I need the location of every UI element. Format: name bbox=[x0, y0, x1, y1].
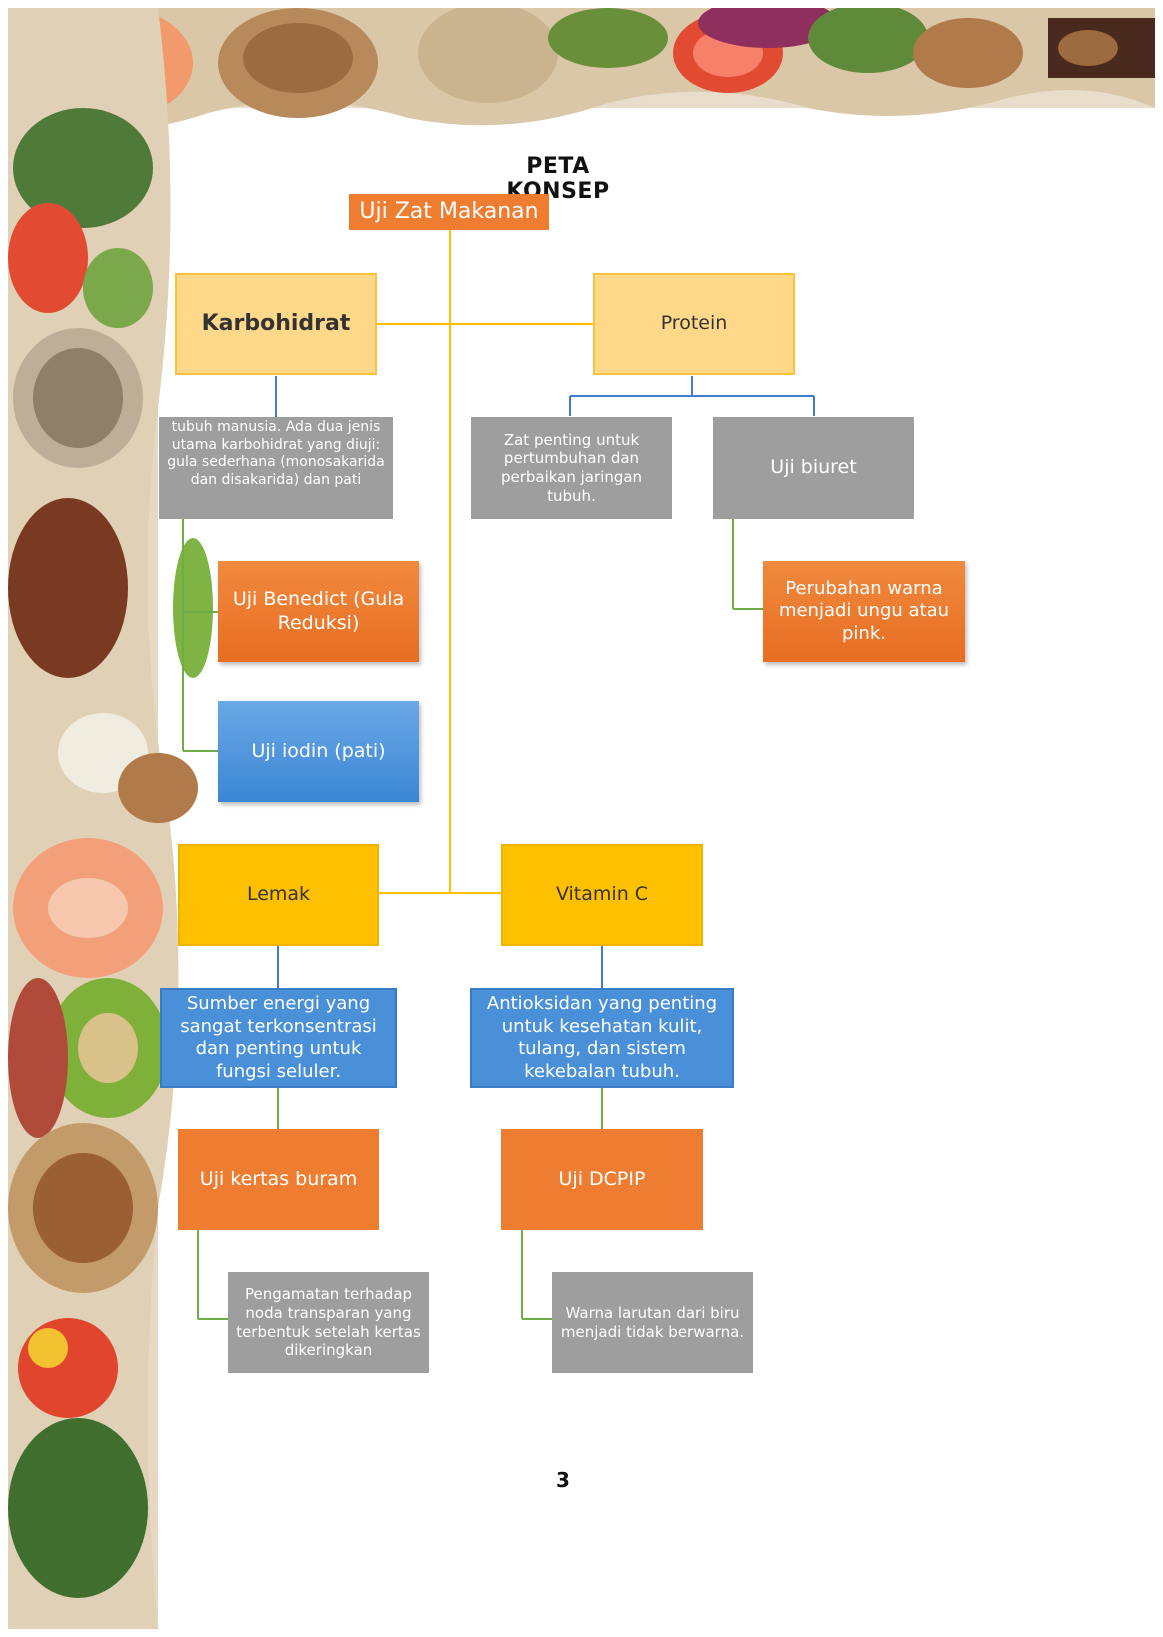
biuret-result: Perubahan warna menjadi ungu atau pink. bbox=[763, 561, 965, 662]
lemak-node: Lemak bbox=[178, 844, 379, 946]
food-border-decoration bbox=[8, 8, 1155, 1629]
karbohidrat-node: Karbohidrat bbox=[175, 273, 377, 375]
uji-dcpip-node: Uji DCPIP bbox=[501, 1129, 703, 1230]
uji-kertas-buram-node: Uji kertas buram bbox=[178, 1129, 379, 1230]
vitamin-c-node: Vitamin C bbox=[501, 844, 703, 946]
kertas-buram-result: Pengamatan terhadap noda transparan yang… bbox=[228, 1272, 429, 1373]
connector-lines bbox=[182, 230, 815, 1320]
root-node: Uji Zat Makanan bbox=[349, 194, 549, 230]
lemak-description: Sumber energi yang sangat terkonsentrasi… bbox=[160, 988, 397, 1088]
uji-benedict-node: Uji Benedict (Gula Reduksi) bbox=[218, 561, 419, 662]
vitamin-c-description: Antioksidan yang penting untuk kesehatan… bbox=[470, 988, 734, 1088]
dcpip-result: Warna larutan dari biru menjadi tidak be… bbox=[552, 1272, 753, 1373]
page-number: 3 bbox=[556, 1468, 570, 1492]
page: PETA KONSEP Uji Zat Makanan Karbohidra bbox=[8, 8, 1155, 1629]
uji-iodin-node: Uji iodin (pati) bbox=[218, 701, 419, 802]
protein-description: Zat penting untuk pertumbuhan dan perbai… bbox=[471, 417, 672, 519]
karbohidrat-description: tubuh manusia. Ada dua jenis utama karbo… bbox=[159, 417, 393, 519]
uji-biuret-node: Uji biuret bbox=[713, 417, 914, 519]
protein-node: Protein bbox=[593, 273, 795, 375]
